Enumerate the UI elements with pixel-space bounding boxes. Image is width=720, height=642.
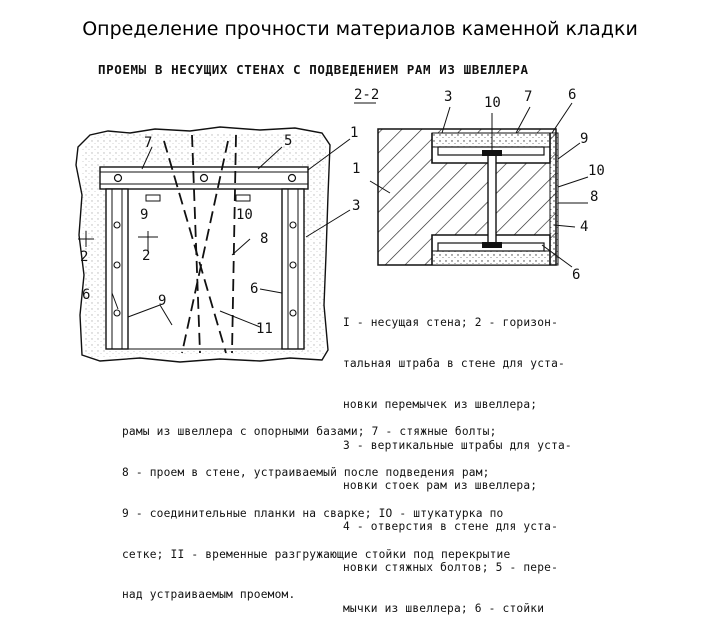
- callout-9-bottom: 9: [158, 293, 166, 309]
- legend-line: новки перемычек из швеллера;: [343, 397, 538, 411]
- callout-4-section: 4: [580, 219, 588, 235]
- callout-10-inner: 10: [236, 207, 253, 223]
- legend-line: новки стоек рам из швеллера;: [343, 479, 538, 493]
- callout-6-right: 6: [250, 281, 258, 297]
- slide-title: Определение прочности материалов каменно…: [82, 18, 638, 40]
- callout-10-section: 10: [484, 95, 501, 111]
- callout-10-section-b: 10: [588, 163, 605, 179]
- legend-line: над устраиваемым проемом.: [122, 588, 296, 602]
- callout-labels: 7 5 1 3 9 10 2 8 2 6 9 6 11 2-2 3 10 7 6…: [80, 87, 605, 337]
- callout-9-inner: 9: [140, 207, 148, 223]
- legend-line: 8 - проем в стене, устраиваемый после по…: [122, 465, 490, 479]
- callout-9-section: 9: [580, 131, 588, 147]
- drawing-canvas: 7 5 1 3 9 10 2 8 2 6 9 6 11 2-2 3 10 7 6…: [75, 87, 605, 363]
- scanned-drawing: ПРОЕМЫ В НЕСУЩИХ СТЕНАХ С ПОДВЕДЕНИЕМ РА…: [60, 55, 660, 615]
- lintel-channel: [99, 166, 309, 190]
- callout-5-left: 5: [284, 133, 292, 149]
- callout-2-inner: 2: [142, 248, 150, 264]
- legend-line: 3 - вертикальные штрабы для уста-: [343, 438, 572, 452]
- legend-line: рамы из швеллера с опорными базами; 7 - …: [122, 425, 497, 439]
- legend-line: I - несущая стена; 2 - горизон-: [343, 316, 558, 330]
- callout-3-section: 3: [444, 89, 452, 105]
- legend-line: 4 - отверстия в стене для уста-: [343, 520, 558, 534]
- legend-line: тальная штраба в стене для уста-: [343, 356, 565, 370]
- right-post: [281, 188, 305, 350]
- callout-7-left: 7: [144, 135, 152, 151]
- callout-8-section: 8: [590, 189, 598, 205]
- callout-6-left: 6: [82, 287, 90, 303]
- callout-1-section: 1: [352, 161, 360, 177]
- legend-line: сетке; II - временные разгружающие стойк…: [122, 547, 511, 561]
- callout-8-inner: 8: [260, 231, 268, 247]
- wall-elevation: [75, 126, 331, 363]
- wall-outline: [75, 126, 331, 363]
- callout-7-section: 7: [524, 89, 532, 105]
- section-2-2: [354, 102, 589, 268]
- callout-1-left: 1: [350, 125, 358, 141]
- callout-11: 11: [256, 321, 273, 337]
- callout-2-left: 2: [80, 249, 88, 265]
- section-label: 2-2: [354, 87, 379, 103]
- legend-line: 9 - соединительные планки на сварке; IO …: [122, 506, 504, 520]
- callout-6-section-b: 6: [572, 267, 580, 283]
- drawing-title: ПРОЕМЫ В НЕСУЩИХ СТЕНАХ С ПОДВЕДЕНИЕМ РА…: [98, 62, 529, 77]
- legend-bottom: рамы из швеллера с опорными базами; 7 - …: [122, 398, 510, 629]
- callout-3-left: 3: [352, 198, 360, 214]
- callout-6-section: 6: [568, 87, 576, 103]
- temporary-struts: [163, 134, 237, 354]
- left-post: [105, 188, 129, 350]
